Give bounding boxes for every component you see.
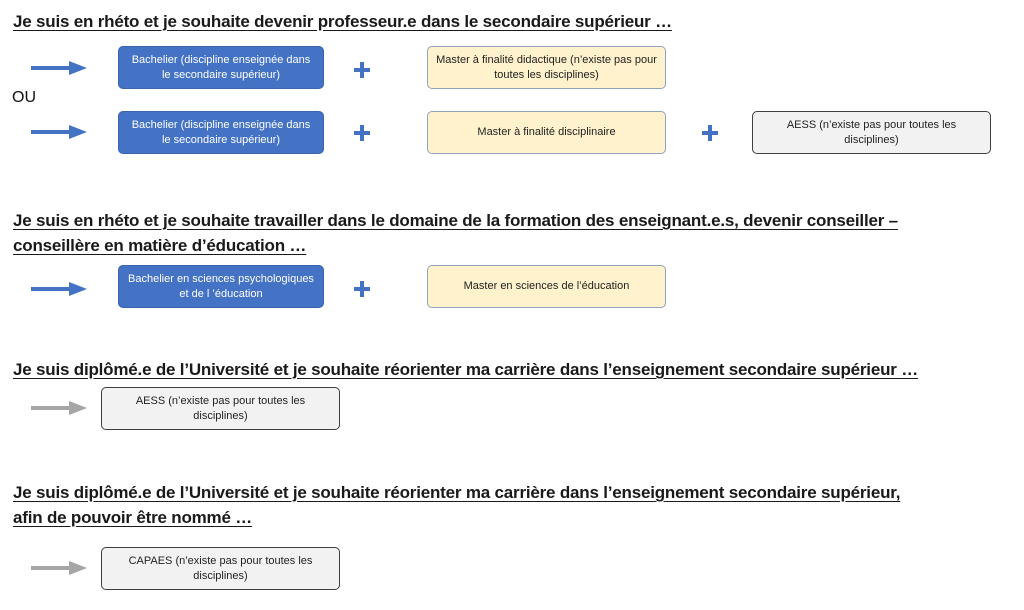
plus-icon	[702, 125, 718, 141]
bachelor-psychology-box: Bachelier en sciences psychologiques et …	[118, 265, 324, 308]
master-disciplinary-box: Master à finalité disciplinaire	[427, 111, 666, 154]
section4-heading-line1: Je suis diplômé.e de l’Université et je …	[13, 483, 901, 502]
section4-heading-line2: afin de pouvoir être nommé …	[13, 508, 253, 527]
aess-box: AESS (n’existe pas pour toutes les disci…	[101, 387, 340, 430]
master-education-box: Master en sciences de l’éducation	[427, 265, 666, 308]
or-separator: OU	[12, 89, 36, 106]
section1-heading: Je suis en rhéto et je souhaite devenir …	[13, 12, 672, 31]
plus-icon	[354, 62, 370, 78]
section2-heading-line1: Je suis en rhéto et je souhaite travaill…	[13, 211, 898, 230]
bachelor-discipline-box: Bachelier (discipline enseignée dans le …	[118, 46, 324, 89]
section2-heading-line2: conseillère en matière d’éducation …	[13, 236, 307, 255]
right-arrow-icon	[31, 281, 87, 297]
section3-heading: Je suis diplômé.e de l’Université et je …	[13, 360, 918, 379]
plus-icon	[354, 281, 370, 297]
plus-icon	[354, 125, 370, 141]
capaes-box: CAPAES (n’existe pas pour toutes les dis…	[101, 547, 340, 590]
right-arrow-icon	[31, 124, 87, 140]
master-didactic-box: Master à finalité didactique (n’existe p…	[427, 46, 666, 89]
bachelor-discipline-box: Bachelier (discipline enseignée dans le …	[118, 111, 324, 154]
aess-box: AESS (n’existe pas pour toutes les disci…	[752, 111, 991, 154]
right-arrow-icon	[31, 400, 87, 416]
right-arrow-icon	[31, 560, 87, 576]
right-arrow-icon	[31, 60, 87, 76]
